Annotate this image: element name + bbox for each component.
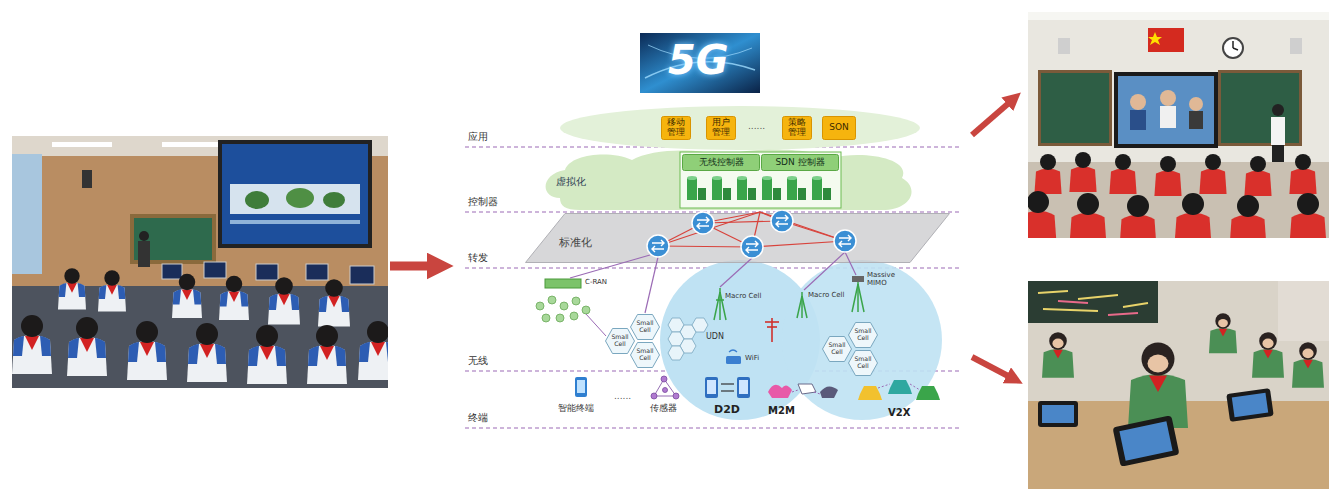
layer-name: 无线 bbox=[468, 355, 488, 366]
node-text-area: Small Cell bbox=[822, 336, 852, 362]
small-cell-hex: Small Cell bbox=[848, 350, 878, 376]
layer-name: 应用 bbox=[468, 131, 488, 142]
node-text-area: 策略管理 bbox=[782, 116, 812, 140]
node-text: 无线控制器 bbox=[699, 158, 744, 168]
node-text-area: SDN 控制器 bbox=[761, 154, 839, 171]
node-text: 虚拟化 bbox=[556, 176, 586, 187]
terminal-label: D2D bbox=[714, 404, 740, 416]
small-cell-hex: Small Cell bbox=[605, 328, 635, 354]
node-text: Small Cell bbox=[824, 342, 850, 356]
node-text: SON bbox=[829, 123, 849, 133]
node-text-area: 移动管理 bbox=[661, 116, 691, 140]
node-text-area: 虚拟化 bbox=[556, 170, 586, 189]
cell-label: Macro Cell bbox=[725, 293, 762, 301]
node-text-area: 用户管理 bbox=[706, 116, 736, 140]
small-cell-hex: Small Cell bbox=[630, 342, 660, 368]
controller-box: SDN 控制器 bbox=[761, 154, 839, 171]
node-text: Small Cell bbox=[850, 328, 876, 342]
node-text: Small Cell bbox=[607, 334, 633, 348]
node-text-area: Small Cell bbox=[605, 328, 635, 354]
layer-name: 转发 bbox=[468, 252, 488, 263]
node-text: 用户管理 bbox=[712, 118, 731, 138]
node-text-area: 标准化 bbox=[559, 231, 592, 250]
cell-label: Massive MIMO bbox=[867, 272, 901, 287]
terminal-label: V2X bbox=[888, 407, 910, 418]
cell-label: UDN bbox=[706, 333, 724, 342]
ellipsis: ...... bbox=[614, 392, 631, 402]
small-cell-hex: Small Cell bbox=[630, 314, 660, 340]
layer-name: 终端 bbox=[468, 412, 488, 423]
node-text: 策略管理 bbox=[788, 118, 807, 138]
ellipsis: ...... bbox=[748, 122, 765, 132]
cell-label: Macro Cell bbox=[808, 292, 845, 300]
node-text-area: SON bbox=[822, 116, 856, 140]
terminal-label: 智能终端 bbox=[558, 404, 594, 414]
virtualization-cloud: 虚拟化 无线控制器 SDN 控制器 bbox=[540, 148, 920, 212]
node-text-area: 无线控制器 bbox=[682, 154, 760, 171]
node-text: SDN 控制器 bbox=[775, 158, 824, 168]
node-text-area: Small Cell bbox=[630, 314, 660, 340]
node-text: Small Cell bbox=[850, 356, 876, 370]
forwarding-plane: 标准化 bbox=[525, 213, 950, 263]
app-box: SON bbox=[822, 116, 856, 140]
layer-name: 控制器 bbox=[468, 196, 498, 207]
node-text: Small Cell bbox=[632, 320, 658, 334]
cell-label: C-RAN bbox=[585, 279, 607, 287]
app-box: 策略管理 bbox=[782, 116, 812, 140]
node-text: 标准化 bbox=[559, 237, 592, 249]
terminal-label: 传感器 bbox=[650, 404, 677, 414]
node-text-area: Small Cell bbox=[848, 322, 878, 348]
node-text: 移动管理 bbox=[667, 118, 686, 138]
app-box: 移动管理 bbox=[661, 116, 691, 140]
cell-label: WiFi bbox=[745, 355, 759, 363]
node-text-area: Small Cell bbox=[630, 342, 660, 368]
small-cell-hex: Small Cell bbox=[848, 322, 878, 348]
small-cell-hex: Small Cell bbox=[822, 336, 852, 362]
app-box: 用户管理 bbox=[706, 116, 736, 140]
node-text-area: Small Cell bbox=[848, 350, 878, 376]
logo-text: 5G bbox=[668, 38, 729, 82]
node-text: Small Cell bbox=[632, 348, 658, 362]
terminal-label: M2M bbox=[768, 405, 795, 416]
controller-box: 无线控制器 bbox=[682, 154, 760, 171]
